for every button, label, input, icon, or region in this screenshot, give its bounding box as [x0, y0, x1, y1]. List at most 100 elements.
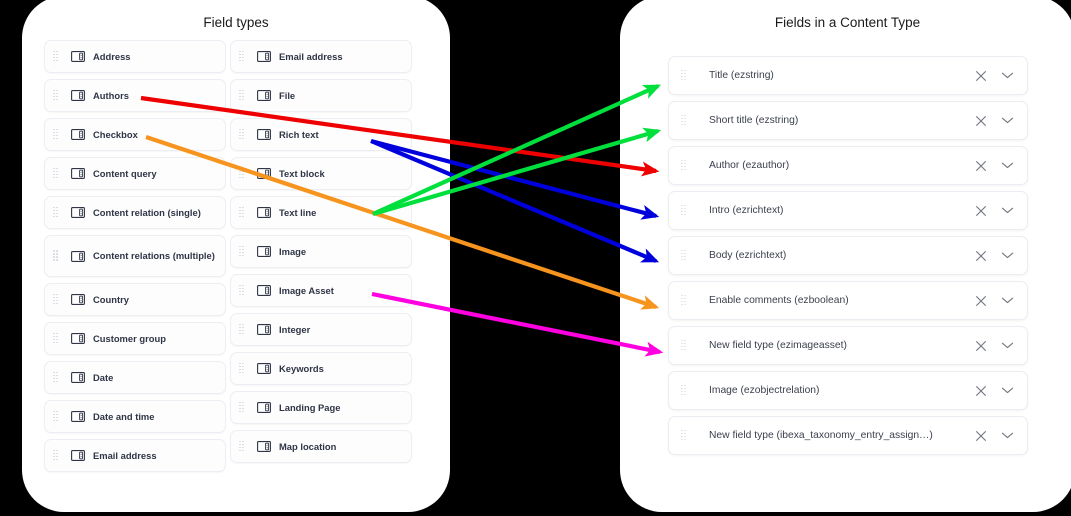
- field-type-item[interactable]: Text block: [230, 157, 412, 190]
- drag-handle-icon[interactable]: [239, 362, 248, 375]
- drag-handle-icon[interactable]: [239, 323, 248, 336]
- chevron-down-icon[interactable]: [999, 383, 1015, 399]
- drag-handle-icon[interactable]: [681, 249, 690, 262]
- content-field-row[interactable]: Title (ezstring): [668, 56, 1028, 95]
- field-type-item[interactable]: Content relations (multiple): [44, 235, 226, 277]
- content-field-label: Image (ezobjectrelation): [709, 385, 820, 396]
- drag-handle-icon[interactable]: [239, 284, 248, 297]
- content-field-row[interactable]: Intro (ezrichtext): [668, 191, 1028, 230]
- drag-handle-icon[interactable]: [681, 429, 690, 442]
- field-type-icon: [257, 285, 271, 296]
- drag-handle-icon[interactable]: [239, 50, 248, 63]
- field-type-item[interactable]: Date and time: [44, 400, 226, 433]
- content-field-label: Body (ezrichtext): [709, 250, 787, 261]
- content-field-row[interactable]: Body (ezrichtext): [668, 236, 1028, 275]
- drag-handle-icon[interactable]: [239, 245, 248, 258]
- field-type-item[interactable]: Landing Page: [230, 391, 412, 424]
- field-type-label: Date and time: [93, 410, 155, 422]
- field-type-item[interactable]: Map location: [230, 430, 412, 463]
- drag-handle-icon[interactable]: [53, 410, 62, 423]
- drag-handle-icon[interactable]: [53, 206, 62, 219]
- field-type-item[interactable]: Checkbox: [44, 118, 226, 151]
- drag-handle-icon[interactable]: [53, 167, 62, 180]
- chevron-down-icon[interactable]: [999, 428, 1015, 444]
- chevron-down-icon[interactable]: [999, 338, 1015, 354]
- drag-handle-icon[interactable]: [239, 128, 248, 141]
- drag-handle-icon[interactable]: [681, 339, 690, 352]
- field-type-item[interactable]: Content query: [44, 157, 226, 190]
- field-type-item[interactable]: Date: [44, 361, 226, 394]
- field-type-label: Keywords: [279, 362, 324, 374]
- content-field-row[interactable]: Short title (ezstring): [668, 101, 1028, 140]
- field-type-icon: [71, 129, 85, 140]
- field-type-item[interactable]: Keywords: [230, 352, 412, 385]
- field-type-item[interactable]: Image: [230, 235, 412, 268]
- field-type-item[interactable]: Integer: [230, 313, 412, 346]
- drag-handle-icon[interactable]: [681, 114, 690, 127]
- field-type-item[interactable]: File: [230, 79, 412, 112]
- drag-handle-icon[interactable]: [239, 206, 248, 219]
- field-type-label: Image: [279, 245, 307, 257]
- close-icon[interactable]: [973, 203, 989, 219]
- field-type-icon: [257, 90, 271, 101]
- field-type-icon: [257, 441, 271, 452]
- content-field-row[interactable]: New field type (ibexa_taxonomy_entry_ass…: [668, 416, 1028, 455]
- close-icon[interactable]: [973, 68, 989, 84]
- content-field-row[interactable]: Author (ezauthor): [668, 146, 1028, 185]
- content-field-row[interactable]: New field type (ezimageasset): [668, 326, 1028, 365]
- field-type-label: Checkbox: [93, 128, 138, 140]
- drag-handle-icon[interactable]: [53, 449, 62, 462]
- content-field-label: New field type (ibexa_taxonomy_entry_ass…: [709, 430, 933, 441]
- drag-handle-icon[interactable]: [53, 50, 62, 63]
- field-type-item[interactable]: Content relation (single): [44, 196, 226, 229]
- chevron-down-icon[interactable]: [999, 113, 1015, 129]
- drag-handle-icon[interactable]: [53, 293, 62, 306]
- content-field-label: Author (ezauthor): [709, 160, 790, 171]
- field-type-item[interactable]: Authors: [44, 79, 226, 112]
- field-type-item[interactable]: Text line: [230, 196, 412, 229]
- close-icon[interactable]: [973, 428, 989, 444]
- drag-handle-icon[interactable]: [239, 167, 248, 180]
- drag-handle-icon[interactable]: [53, 332, 62, 345]
- close-icon[interactable]: [973, 338, 989, 354]
- field-type-item[interactable]: Image Asset: [230, 274, 412, 307]
- drag-handle-icon[interactable]: [239, 401, 248, 414]
- field-type-item[interactable]: Address: [44, 40, 226, 73]
- field-type-item[interactable]: Customer group: [44, 322, 226, 355]
- content-field-label: Intro (ezrichtext): [709, 205, 784, 216]
- content-field-row[interactable]: Image (ezobjectrelation): [668, 371, 1028, 410]
- field-type-label: Text block: [279, 167, 325, 179]
- field-type-item[interactable]: Rich text: [230, 118, 412, 151]
- drag-handle-icon[interactable]: [681, 294, 690, 307]
- field-type-item[interactable]: Country: [44, 283, 226, 316]
- close-icon[interactable]: [973, 158, 989, 174]
- field-type-label: Integer: [279, 323, 311, 335]
- content-field-row[interactable]: Enable comments (ezboolean): [668, 281, 1028, 320]
- chevron-down-icon[interactable]: [999, 158, 1015, 174]
- close-icon[interactable]: [973, 293, 989, 309]
- drag-handle-icon[interactable]: [681, 69, 690, 82]
- close-icon[interactable]: [973, 248, 989, 264]
- field-type-item[interactable]: Email address: [44, 439, 226, 472]
- close-icon[interactable]: [973, 113, 989, 129]
- chevron-down-icon[interactable]: [999, 248, 1015, 264]
- drag-handle-icon[interactable]: [239, 440, 248, 453]
- field-type-icon: [257, 51, 271, 62]
- close-icon[interactable]: [973, 383, 989, 399]
- field-type-label: Image Asset: [279, 284, 334, 296]
- drag-handle-icon[interactable]: [53, 371, 62, 384]
- drag-handle-icon[interactable]: [681, 204, 690, 217]
- drag-handle-icon[interactable]: [53, 250, 62, 262]
- drag-handle-icon[interactable]: [681, 159, 690, 172]
- drag-handle-icon[interactable]: [681, 384, 690, 397]
- chevron-down-icon[interactable]: [999, 293, 1015, 309]
- field-type-label: Rich text: [279, 128, 319, 140]
- drag-handle-icon[interactable]: [53, 128, 62, 141]
- drag-handle-icon[interactable]: [53, 89, 62, 102]
- drag-handle-icon[interactable]: [239, 89, 248, 102]
- field-type-item[interactable]: Email address: [230, 40, 412, 73]
- chevron-down-icon[interactable]: [999, 68, 1015, 84]
- field-type-icon: [257, 129, 271, 140]
- chevron-down-icon[interactable]: [999, 203, 1015, 219]
